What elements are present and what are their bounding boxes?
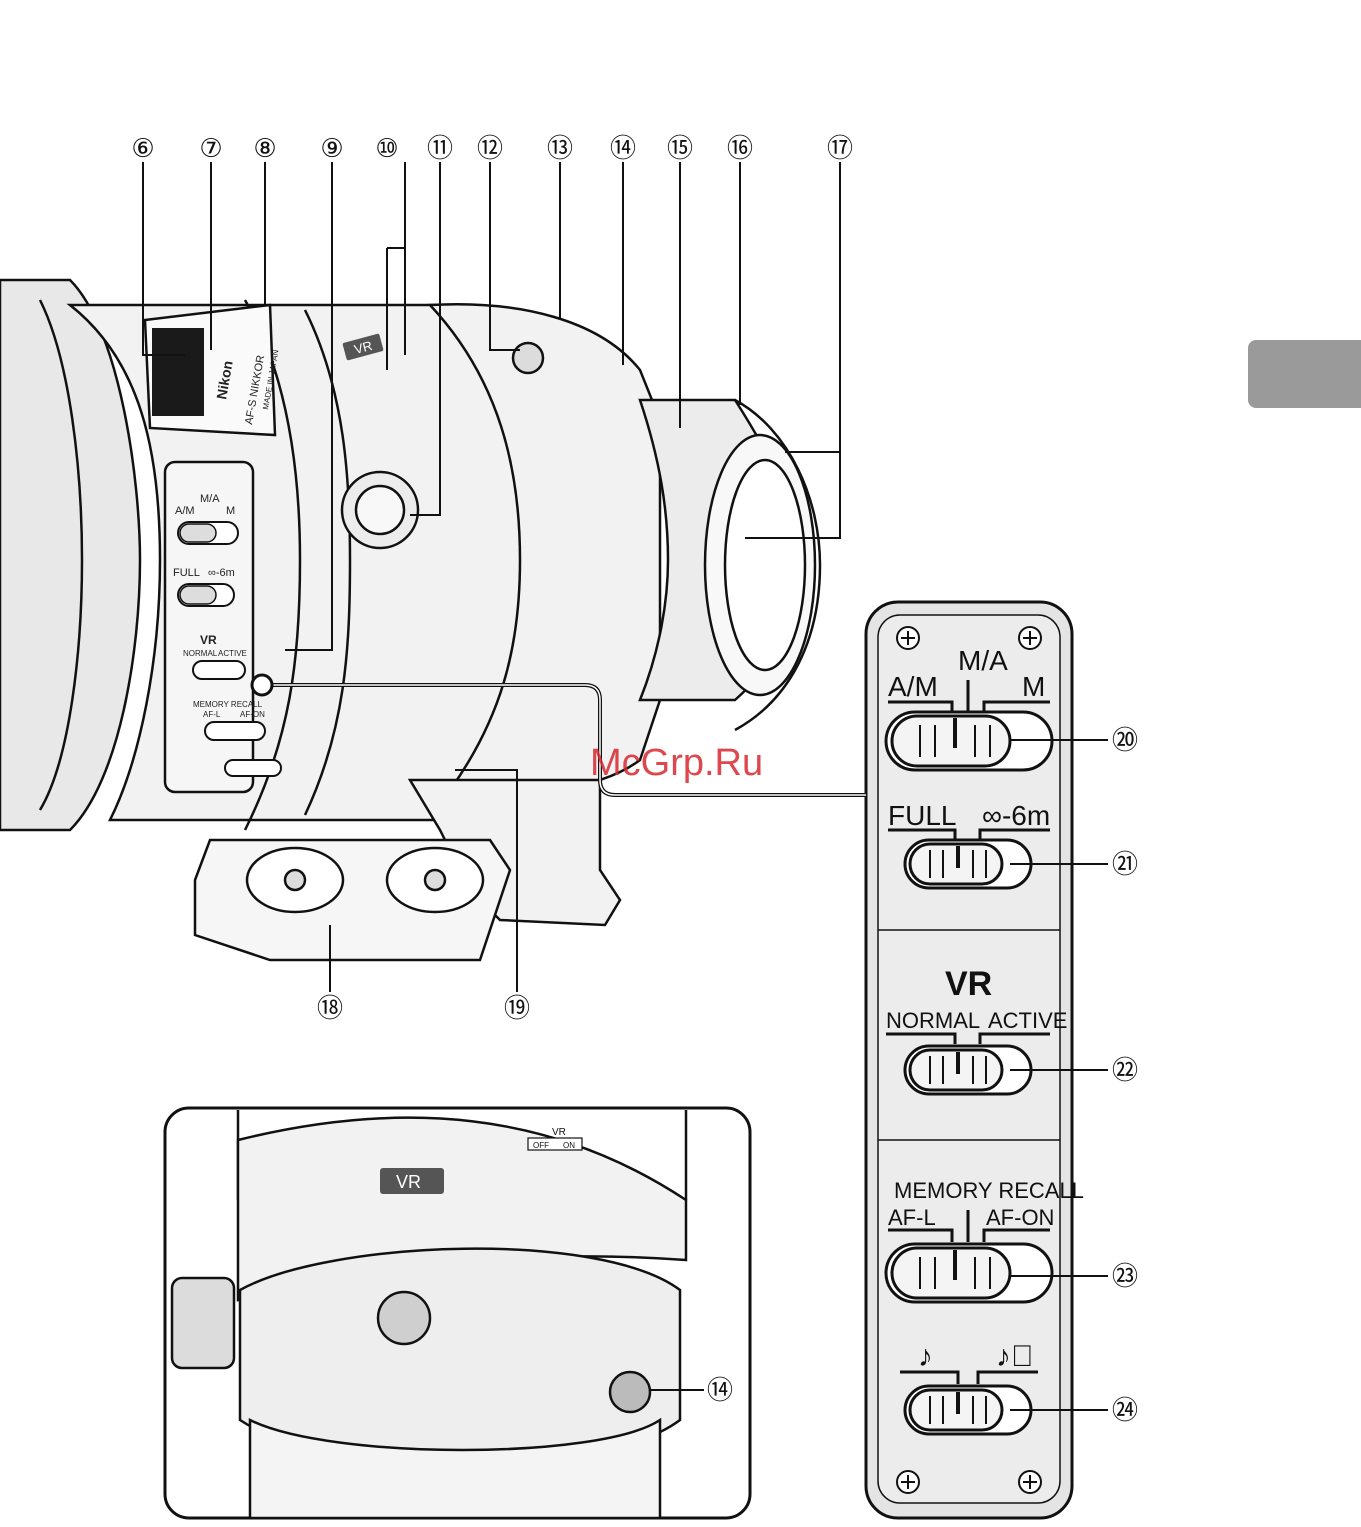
callout-15: ⑮ <box>667 133 693 163</box>
section-tab <box>1248 340 1361 408</box>
screw-icon <box>897 1471 919 1493</box>
beep-on-icon: ♪ <box>918 1340 933 1373</box>
callout-9: ⑨ <box>320 133 343 163</box>
callout-18: ⑱ <box>317 993 343 1023</box>
callout-20: ⑳ <box>1112 725 1138 755</box>
screw-icon <box>1019 627 1041 649</box>
callout-14: ⑭ <box>610 133 636 163</box>
svg-text:AF-L: AF-L <box>203 710 221 719</box>
inset-view: VR VR OFF ON <box>165 1108 750 1518</box>
callout-8: ⑧ <box>253 133 276 163</box>
callout-6: ⑥ <box>131 133 154 163</box>
vr-normal-label: NORMAL <box>886 1008 980 1033</box>
lens-body <box>0 280 820 960</box>
callout-13: ⑬ <box>547 133 573 163</box>
svg-text:OFF: OFF <box>533 1141 549 1150</box>
beep-off-icon: ♪⃠ <box>996 1340 1034 1373</box>
vr-title: VR <box>945 965 992 1003</box>
focus-mode-center-label: M/A <box>958 645 1008 676</box>
focus-limit-left-label: FULL <box>888 800 956 831</box>
svg-text:M: M <box>226 505 235 517</box>
svg-text:VR: VR <box>200 633 217 647</box>
lens-nameplate: Nikon AF-S NIKKOR MADE IN JAPAN <box>145 305 281 435</box>
callout-11: ⑪ <box>427 133 453 163</box>
callout-17: ⑰ <box>827 133 853 163</box>
locking-knob <box>513 343 543 373</box>
svg-text:MEMORY RECALL: MEMORY RECALL <box>193 700 263 709</box>
focus-mode-left-label: A/M <box>888 671 938 702</box>
screw-icon <box>1019 1471 1041 1493</box>
inset-locking-knob <box>378 1292 430 1344</box>
svg-text:VR: VR <box>552 1127 566 1138</box>
callout-10: ⑩ <box>375 133 398 163</box>
inset-knob <box>172 1278 234 1368</box>
screw-icon <box>897 627 919 649</box>
memory-recall-title: MEMORY RECALL <box>894 1178 1084 1203</box>
focus-limit-right-label: ∞-6m <box>982 800 1050 831</box>
svg-text:M/A: M/A <box>200 493 220 505</box>
watermark: McGrp.Ru <box>590 742 763 784</box>
svg-text:NORMAL: NORMAL <box>183 649 218 658</box>
callout-21: ㉑ <box>1112 849 1138 879</box>
callout-19: ⑲ <box>504 993 530 1023</box>
svg-text:AF-ON: AF-ON <box>240 710 265 719</box>
af-on-label: AF-ON <box>986 1205 1054 1230</box>
svg-text:ON: ON <box>563 1141 575 1150</box>
vr-active-label: ACTIVE <box>988 1008 1067 1033</box>
focus-mode-right-label: M <box>1022 671 1045 702</box>
svg-text:A/M: A/M <box>175 505 195 517</box>
callout-22: ㉒ <box>1112 1055 1138 1085</box>
svg-text:ACTIVE: ACTIVE <box>218 649 247 658</box>
callout-12: ⑫ <box>477 133 503 163</box>
callout-7: ⑦ <box>199 133 222 163</box>
callout-inset-14: ⑭ <box>707 1375 733 1405</box>
svg-text:FULL: FULL <box>173 567 200 579</box>
callout-16: ⑯ <box>727 133 753 163</box>
inset-vr-badge: VR <box>396 1172 421 1192</box>
callout-23: ㉓ <box>1112 1261 1138 1291</box>
inset-button <box>610 1372 650 1412</box>
af-l-label: AF-L <box>888 1205 936 1230</box>
svg-text:∞-6m: ∞-6m <box>208 567 235 579</box>
callout-24: ㉔ <box>1112 1395 1138 1425</box>
